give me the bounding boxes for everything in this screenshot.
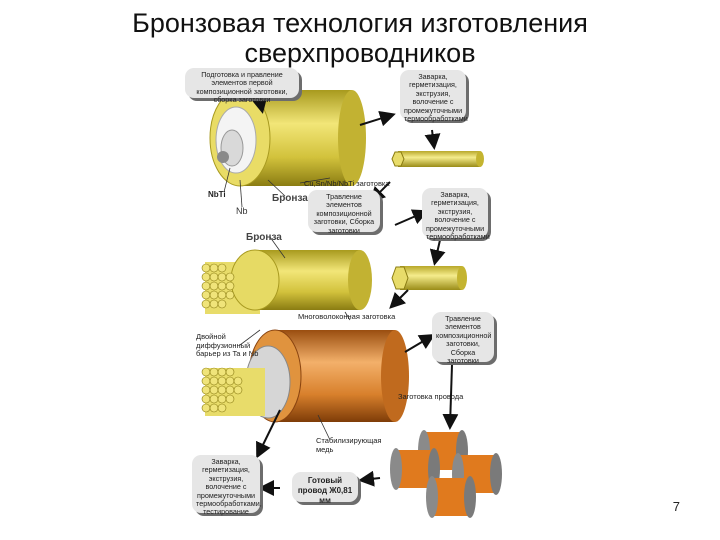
step-box-weld-1: Заварка, герметизация, экструзия, волоче… — [400, 70, 468, 123]
step-box-stack-1: Травление элементов композиционной загот… — [308, 190, 380, 234]
label-wire-billet: Заготовка провода — [398, 392, 464, 401]
label-barrier: Двойной диффузионный барьер из Ta и Nb — [196, 332, 259, 358]
multifilament-rods — [201, 263, 235, 309]
label-bronze-2: Бронза — [246, 232, 282, 243]
leader-lines — [223, 167, 351, 441]
hex-rod-1 — [391, 151, 484, 167]
page-number: 7 — [672, 499, 680, 514]
flow-arrows — [251, 91, 459, 496]
label-multifilament: Многоволоконная заготовка — [298, 312, 396, 321]
wire-billet-rods — [201, 367, 243, 413]
step-box-weld-2: Заварка, герметизация, экструзия, волоче… — [422, 188, 490, 241]
label-copper: Стабилизирующая медь — [316, 436, 382, 454]
final-wire-box: Готовый провод Ж0,81 мм — [292, 472, 358, 505]
page-title-line-2: сверхпроводников — [244, 38, 476, 68]
label-billet-1: Cu,Sn/Nb/NbTi заготовка — [304, 179, 390, 188]
step-box-prep: Подготовка и правление элементов первой … — [185, 68, 299, 104]
hex-rod-2 — [391, 266, 467, 290]
label-nbti: NbTi — [208, 190, 226, 199]
label-bronze-1: Бронза — [272, 193, 308, 204]
step-box-weld-3: Заварка, герметизация, экструзия, волоче… — [192, 455, 262, 516]
label-nb: Nb — [236, 206, 248, 216]
wire-spools — [390, 430, 502, 518]
step-box-stack-2: Травление элементов композиционной загот… — [432, 312, 494, 365]
page-title-line-1: Бронзовая технология изготовления — [132, 8, 588, 38]
